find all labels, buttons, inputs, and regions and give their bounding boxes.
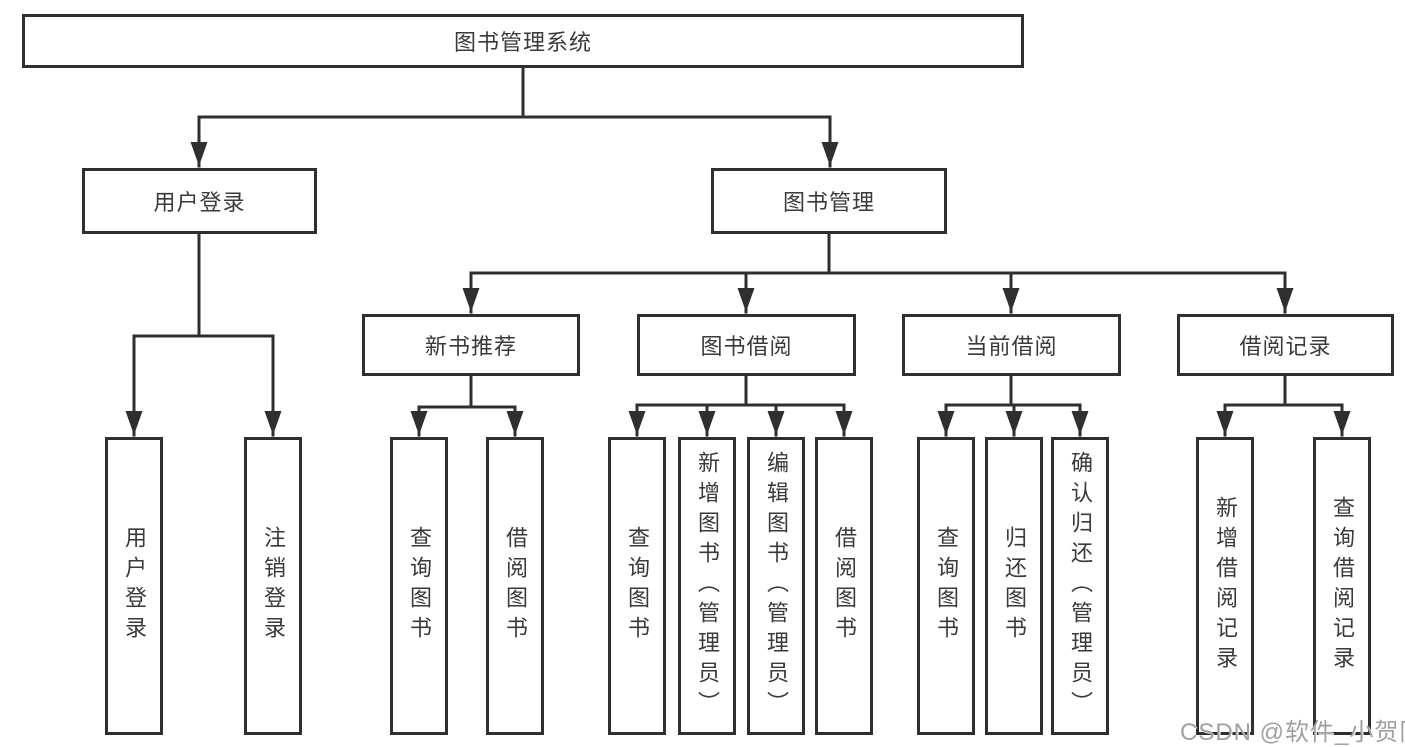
leaf-borrow-add-book-admin: 新增图书（管理员） — [678, 437, 736, 735]
node-book-management-label: 图书管理 — [782, 190, 875, 215]
leaf-user-login-label: 用户登录 — [122, 526, 147, 646]
node-root: 图书管理系统 — [22, 14, 1024, 68]
node-book-management: 图书管理 — [711, 168, 947, 234]
leaf-borrow-borrow-book-label: 借阅图书 — [832, 526, 857, 646]
node-book-borrow: 图书借阅 — [637, 314, 856, 376]
leaf-current-confirm-return-admin-label: 确认归还（管理员） — [1068, 451, 1093, 721]
leaf-newbook-borrow-book: 借阅图书 — [486, 437, 544, 735]
leaf-newbook-borrow-book-label: 借阅图书 — [503, 526, 528, 646]
leaf-borrow-add-book-admin-label: 新增图书（管理员） — [695, 451, 720, 721]
node-user-login: 用户登录 — [82, 168, 317, 234]
leaf-records-add-record-label: 新增借阅记录 — [1213, 496, 1238, 676]
leaf-borrow-query-book: 查询图书 — [608, 437, 666, 735]
leaf-current-query-book-label: 查询图书 — [934, 526, 959, 646]
node-new-book-recommend: 新书推荐 — [362, 314, 580, 376]
leaf-borrow-borrow-book: 借阅图书 — [815, 437, 873, 735]
leaf-records-query-record: 查询借阅记录 — [1313, 437, 1371, 735]
node-user-login-label: 用户登录 — [153, 190, 246, 215]
leaf-newbook-query-book: 查询图书 — [390, 437, 448, 735]
leaf-logout: 注销登录 — [244, 437, 302, 735]
leaf-current-query-book: 查询图书 — [917, 437, 975, 735]
leaf-logout-label: 注销登录 — [261, 526, 286, 646]
leaf-borrow-query-book-label: 查询图书 — [625, 526, 650, 646]
node-borrow-records-label: 借阅记录 — [1239, 334, 1332, 359]
leaf-current-return-book: 归还图书 — [985, 437, 1043, 735]
leaf-borrow-edit-book-admin-label: 编辑图书（管理员） — [764, 451, 789, 721]
leaf-records-query-record-label: 查询借阅记录 — [1330, 496, 1355, 676]
node-current-borrow-label: 当前借阅 — [965, 334, 1058, 359]
leaf-borrow-edit-book-admin: 编辑图书（管理员） — [747, 437, 805, 735]
node-borrow-records: 借阅记录 — [1177, 314, 1394, 376]
node-current-borrow: 当前借阅 — [902, 314, 1121, 376]
leaf-current-confirm-return-admin: 确认归还（管理员） — [1051, 437, 1109, 735]
node-root-label: 图书管理系统 — [453, 30, 592, 55]
leaf-user-login: 用户登录 — [105, 437, 163, 735]
csdn-watermark: CSDN @软件_小贺同学 — [1180, 719, 1405, 746]
node-book-borrow-label: 图书借阅 — [700, 334, 793, 359]
node-new-book-recommend-label: 新书推荐 — [424, 334, 517, 359]
leaf-newbook-query-book-label: 查询图书 — [407, 526, 432, 646]
leaf-records-add-record: 新增借阅记录 — [1196, 437, 1254, 735]
leaf-current-return-book-label: 归还图书 — [1002, 526, 1027, 646]
